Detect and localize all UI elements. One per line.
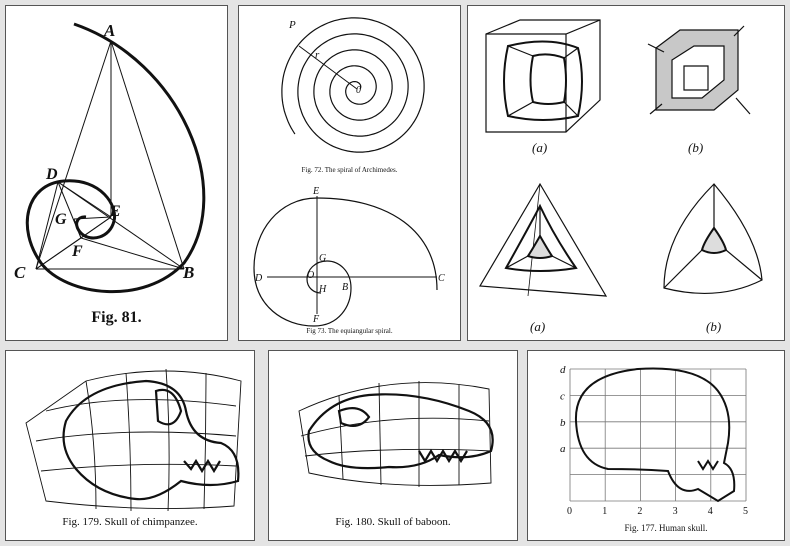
fig73-label-D: D	[254, 273, 263, 284]
fig72-caption: Fig. 72. The spiral of Archimedes.	[301, 166, 398, 174]
cube-a	[485, 19, 601, 133]
fig177-col-label: 1	[602, 506, 607, 517]
archimedes-spiral-path	[281, 17, 425, 153]
fig179-caption: Fig. 179. Skull of chimpanzee.	[62, 516, 198, 528]
fig73-caption: Fig 73. The equiangular spiral.	[306, 327, 393, 335]
fig177-col-label: 0	[567, 506, 572, 517]
archimedes-spiral-curve	[281, 17, 425, 153]
fig180-panel: Fig. 180. Skull of baboon.	[268, 350, 518, 541]
fig81-label-B: B	[182, 263, 194, 282]
human-skull-diagram: d c b a 0 1 2 3 4 5	[560, 364, 748, 517]
fig81-spiral-diagram: A B C D E F G	[14, 21, 206, 293]
fig180-caption: Fig. 180. Skull of baboon.	[335, 516, 451, 528]
fig81-label-C: C	[14, 263, 26, 282]
polyhedra-diagram: (a) (b) (a) (b)	[478, 19, 763, 334]
equiangular-spiral-curve	[253, 197, 438, 327]
tetrahedron-b	[663, 183, 763, 295]
fig177-row-label: c	[560, 390, 565, 402]
fig73-label-B: B	[342, 282, 348, 293]
fig81-outer-spiral	[25, 22, 206, 293]
fig73-label-F: F	[312, 314, 320, 325]
human-skull-grid	[569, 368, 747, 502]
fig81-label-E: E	[109, 203, 121, 220]
fig177-col-label: 4	[708, 506, 713, 517]
fig73-label-G: G	[319, 253, 326, 264]
fig81-caption: Fig. 81.	[91, 309, 142, 326]
poly-label-top-b: (b)	[688, 140, 703, 155]
fig72-label-r: r	[315, 49, 320, 61]
fig81-label-D: D	[45, 166, 58, 183]
archimedes-spiral-diagram: P r 0 E G D O B C H F	[253, 17, 445, 327]
fig81-label-A: A	[103, 21, 115, 40]
fig73-label-H: H	[318, 284, 327, 295]
fig73-label-E: E	[312, 186, 319, 197]
fig177-row-label: a	[560, 443, 566, 455]
fig177-row-label: b	[560, 417, 566, 429]
baboon-skull-diagram	[298, 381, 494, 487]
fig81-label-G: G	[55, 211, 67, 228]
baboon-skull-outline	[307, 393, 494, 470]
fig177-caption: Fig. 177. Human skull.	[624, 523, 708, 533]
fig73-label-C: C	[438, 273, 445, 284]
fig177-col-label: 2	[637, 506, 642, 517]
fig177-row-label: d	[560, 364, 566, 376]
archimedes-radius-line	[298, 45, 358, 90]
poly-label-top-a: (a)	[532, 140, 547, 155]
spirals-panel: P r 0 E G D O B C H F Fig. 72. The spira…	[238, 5, 461, 341]
fig177-panel: d c b a 0 1 2 3 4 5 Fig. 177. Human skull.	[527, 350, 785, 541]
chimpanzee-skull-diagram	[25, 368, 242, 512]
fig177-col-label: 3	[673, 506, 678, 517]
fig72-label-O: 0	[356, 85, 361, 96]
human-skull-outline	[574, 367, 736, 503]
poly-label-bottom-a: (a)	[530, 319, 545, 334]
polyhedra-panel: (a) (b) (a) (b)	[467, 5, 785, 341]
tetrahedron-a	[478, 182, 608, 297]
fig72-label-P: P	[288, 19, 296, 31]
cube-b	[647, 25, 751, 115]
fig179-panel: Fig. 179. Skull of chimpanzee.	[5, 350, 255, 541]
fig177-col-label: 5	[743, 506, 748, 517]
poly-label-bottom-b: (b)	[706, 319, 721, 334]
fig81-panel: A B C D E F G Fig. 81.	[5, 5, 228, 341]
fig73-label-O: O	[307, 270, 314, 281]
fig81-label-F: F	[71, 243, 83, 260]
chimpanzee-skull-outline	[62, 379, 240, 501]
